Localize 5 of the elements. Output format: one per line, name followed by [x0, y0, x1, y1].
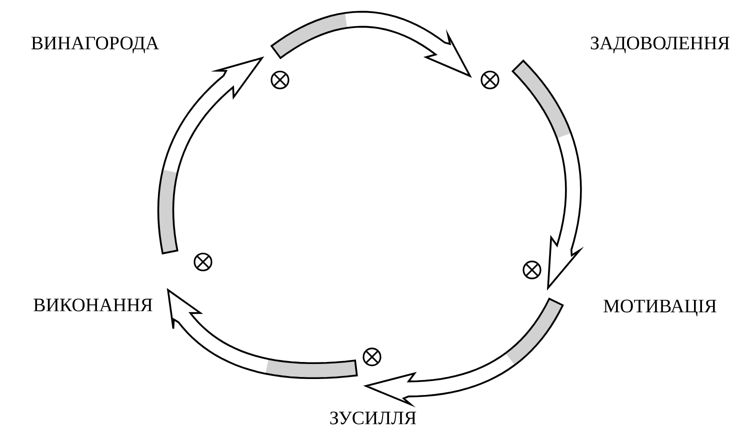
stage-label: ЗАДОВОЛЕННЯ	[590, 36, 730, 54]
stage-label: ЗУСИЛЛЯ	[330, 412, 416, 424]
stage-label: ВИНАГОРОДА	[31, 36, 160, 54]
stage-label: МОТИВАЦІЯ	[604, 300, 716, 316]
stage-label: ВИКОНАННЯ	[34, 298, 152, 312]
